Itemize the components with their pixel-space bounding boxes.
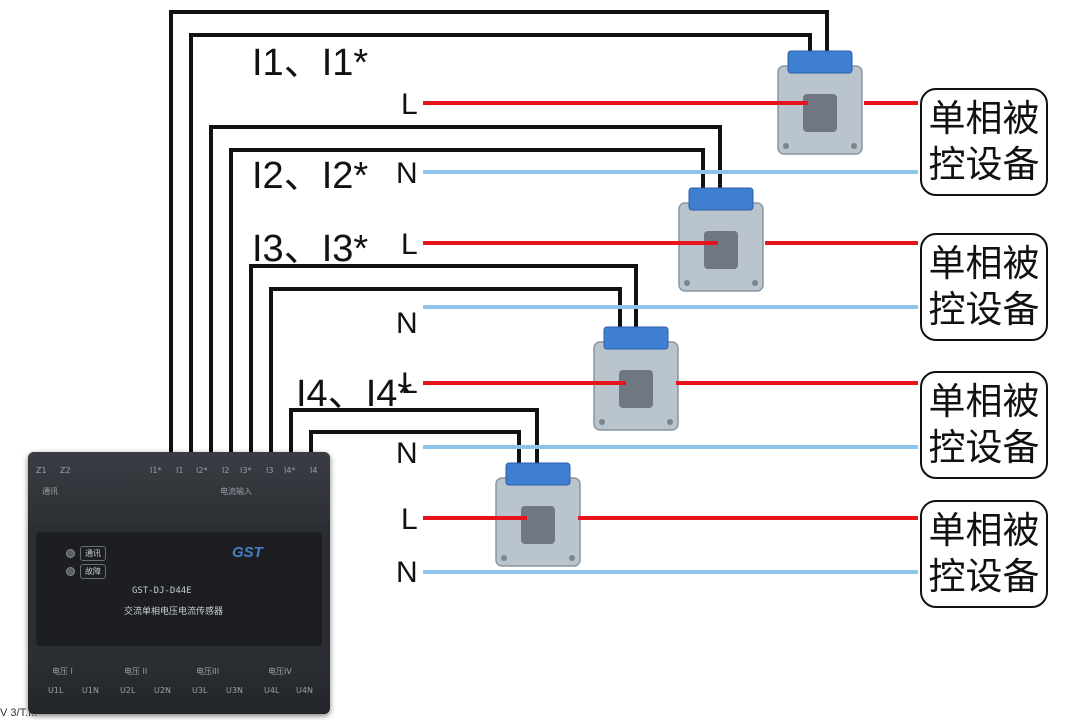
load-device-label-line2: 控设备 [928, 555, 1040, 598]
voltage-group-2-label: 电压 II [124, 667, 148, 676]
load-device-label-line1: 单相被 [928, 97, 1040, 140]
sensor-module: Z1 Z2 通讯 I1* I1 I2* I2 I3* I3 I4* I4 电流输… [28, 452, 330, 714]
terminal-u2n: U2N [154, 686, 171, 695]
signal-wire-i2star [209, 125, 722, 452]
module-front-panel: 通讯 故障 GST GST-DJ-D44E 交流单相电压电流传感器 [36, 532, 322, 646]
current-transformer-1 [777, 50, 863, 155]
terminal-z1: Z1 [36, 466, 47, 475]
terminal-u1n: U1N [82, 686, 99, 695]
signal-wire-i1 [189, 33, 812, 452]
live-wires [423, 101, 918, 520]
terminal-u4l: U4L [264, 686, 280, 695]
load-device-label-line1: 单相被 [928, 380, 1040, 423]
load-device-label-line2: 控设备 [928, 426, 1040, 469]
pair-label-4: I4、I4* [296, 373, 413, 415]
terminal-u2l: U2L [120, 686, 136, 695]
comm-led-label: 通讯 [80, 546, 106, 561]
bottom-caption: V 3/T.I.. [0, 707, 38, 719]
terminal-u3n: U3N [226, 686, 243, 695]
load-device-2: 单相被 控设备 [920, 233, 1048, 341]
live-label-2: L [401, 228, 418, 261]
comm-group-label: 通讯 [42, 487, 58, 496]
load-device-3: 单相被 控设备 [920, 371, 1048, 479]
load-device-label-line2: 控设备 [928, 143, 1040, 186]
terminal-i2star: I2* [196, 466, 208, 475]
voltage-group-3-label: 电压III [196, 667, 220, 676]
terminal-i2: I2 [222, 466, 230, 475]
terminal-i3star: I3* [240, 466, 252, 475]
comm-led-icon [66, 549, 75, 558]
terminal-i1star: I1* [150, 466, 162, 475]
terminal-i4star: I4* [284, 466, 296, 475]
terminal-i1: I1 [176, 466, 184, 475]
brand-logo: GST [232, 544, 263, 561]
load-device-label-line1: 单相被 [928, 509, 1040, 552]
module-description: 交流单相电压电流传感器 [124, 607, 224, 617]
module-top-terminal-block: Z1 Z2 通讯 I1* I1 I2* I2 I3* I3 I4* I4 电流输… [28, 452, 330, 524]
live-label-1: L [401, 88, 418, 121]
load-device-1: 单相被 控设备 [920, 88, 1048, 196]
voltage-group-4-label: 电压IV [268, 667, 292, 676]
load-device-label-line1: 单相被 [928, 242, 1040, 285]
module-bottom-terminal-block: 电压 I 电压 II 电压III 电压IV U1L U1N U2L U2N U3… [28, 652, 330, 714]
signal-wires [169, 10, 829, 466]
terminal-i3: I3 [266, 466, 274, 475]
signal-wire-i4star [289, 408, 539, 466]
neutral-label-3: N [396, 437, 418, 470]
current-transformer-3 [593, 326, 679, 431]
pair-label-3: I3、I3* [252, 228, 369, 270]
current-input-group-label: 电流输入 [220, 487, 252, 496]
neutral-wires [423, 170, 918, 574]
fault-led-label: 故障 [80, 564, 106, 579]
live-label-3: L [401, 367, 418, 400]
terminal-u1l: U1L [48, 686, 64, 695]
current-transformer-4 [495, 462, 581, 567]
signal-wire-i3star [249, 264, 638, 452]
live-label-4: L [401, 503, 418, 536]
terminal-z2: Z2 [60, 466, 71, 475]
signal-wire-i1star [169, 10, 829, 452]
neutral-label-2: N [396, 307, 418, 340]
neutral-label-1: N [396, 157, 418, 190]
terminal-i4: I4 [310, 466, 318, 475]
load-device-4: 单相被 控设备 [920, 500, 1048, 608]
voltage-group-1-label: 电压 I [52, 667, 73, 676]
load-device-label-line2: 控设备 [928, 288, 1040, 331]
fault-led-icon [66, 567, 75, 576]
model-number: GST-DJ-D44E [132, 586, 192, 596]
current-transformer-2 [678, 187, 764, 292]
neutral-label-4: N [396, 556, 418, 589]
signal-wire-i3 [269, 287, 622, 452]
terminal-u3l: U3L [192, 686, 208, 695]
pair-label-2: I2、I2* [252, 155, 369, 197]
pair-label-1: I1、I1* [252, 42, 369, 84]
terminal-u4n: U4N [296, 686, 313, 695]
